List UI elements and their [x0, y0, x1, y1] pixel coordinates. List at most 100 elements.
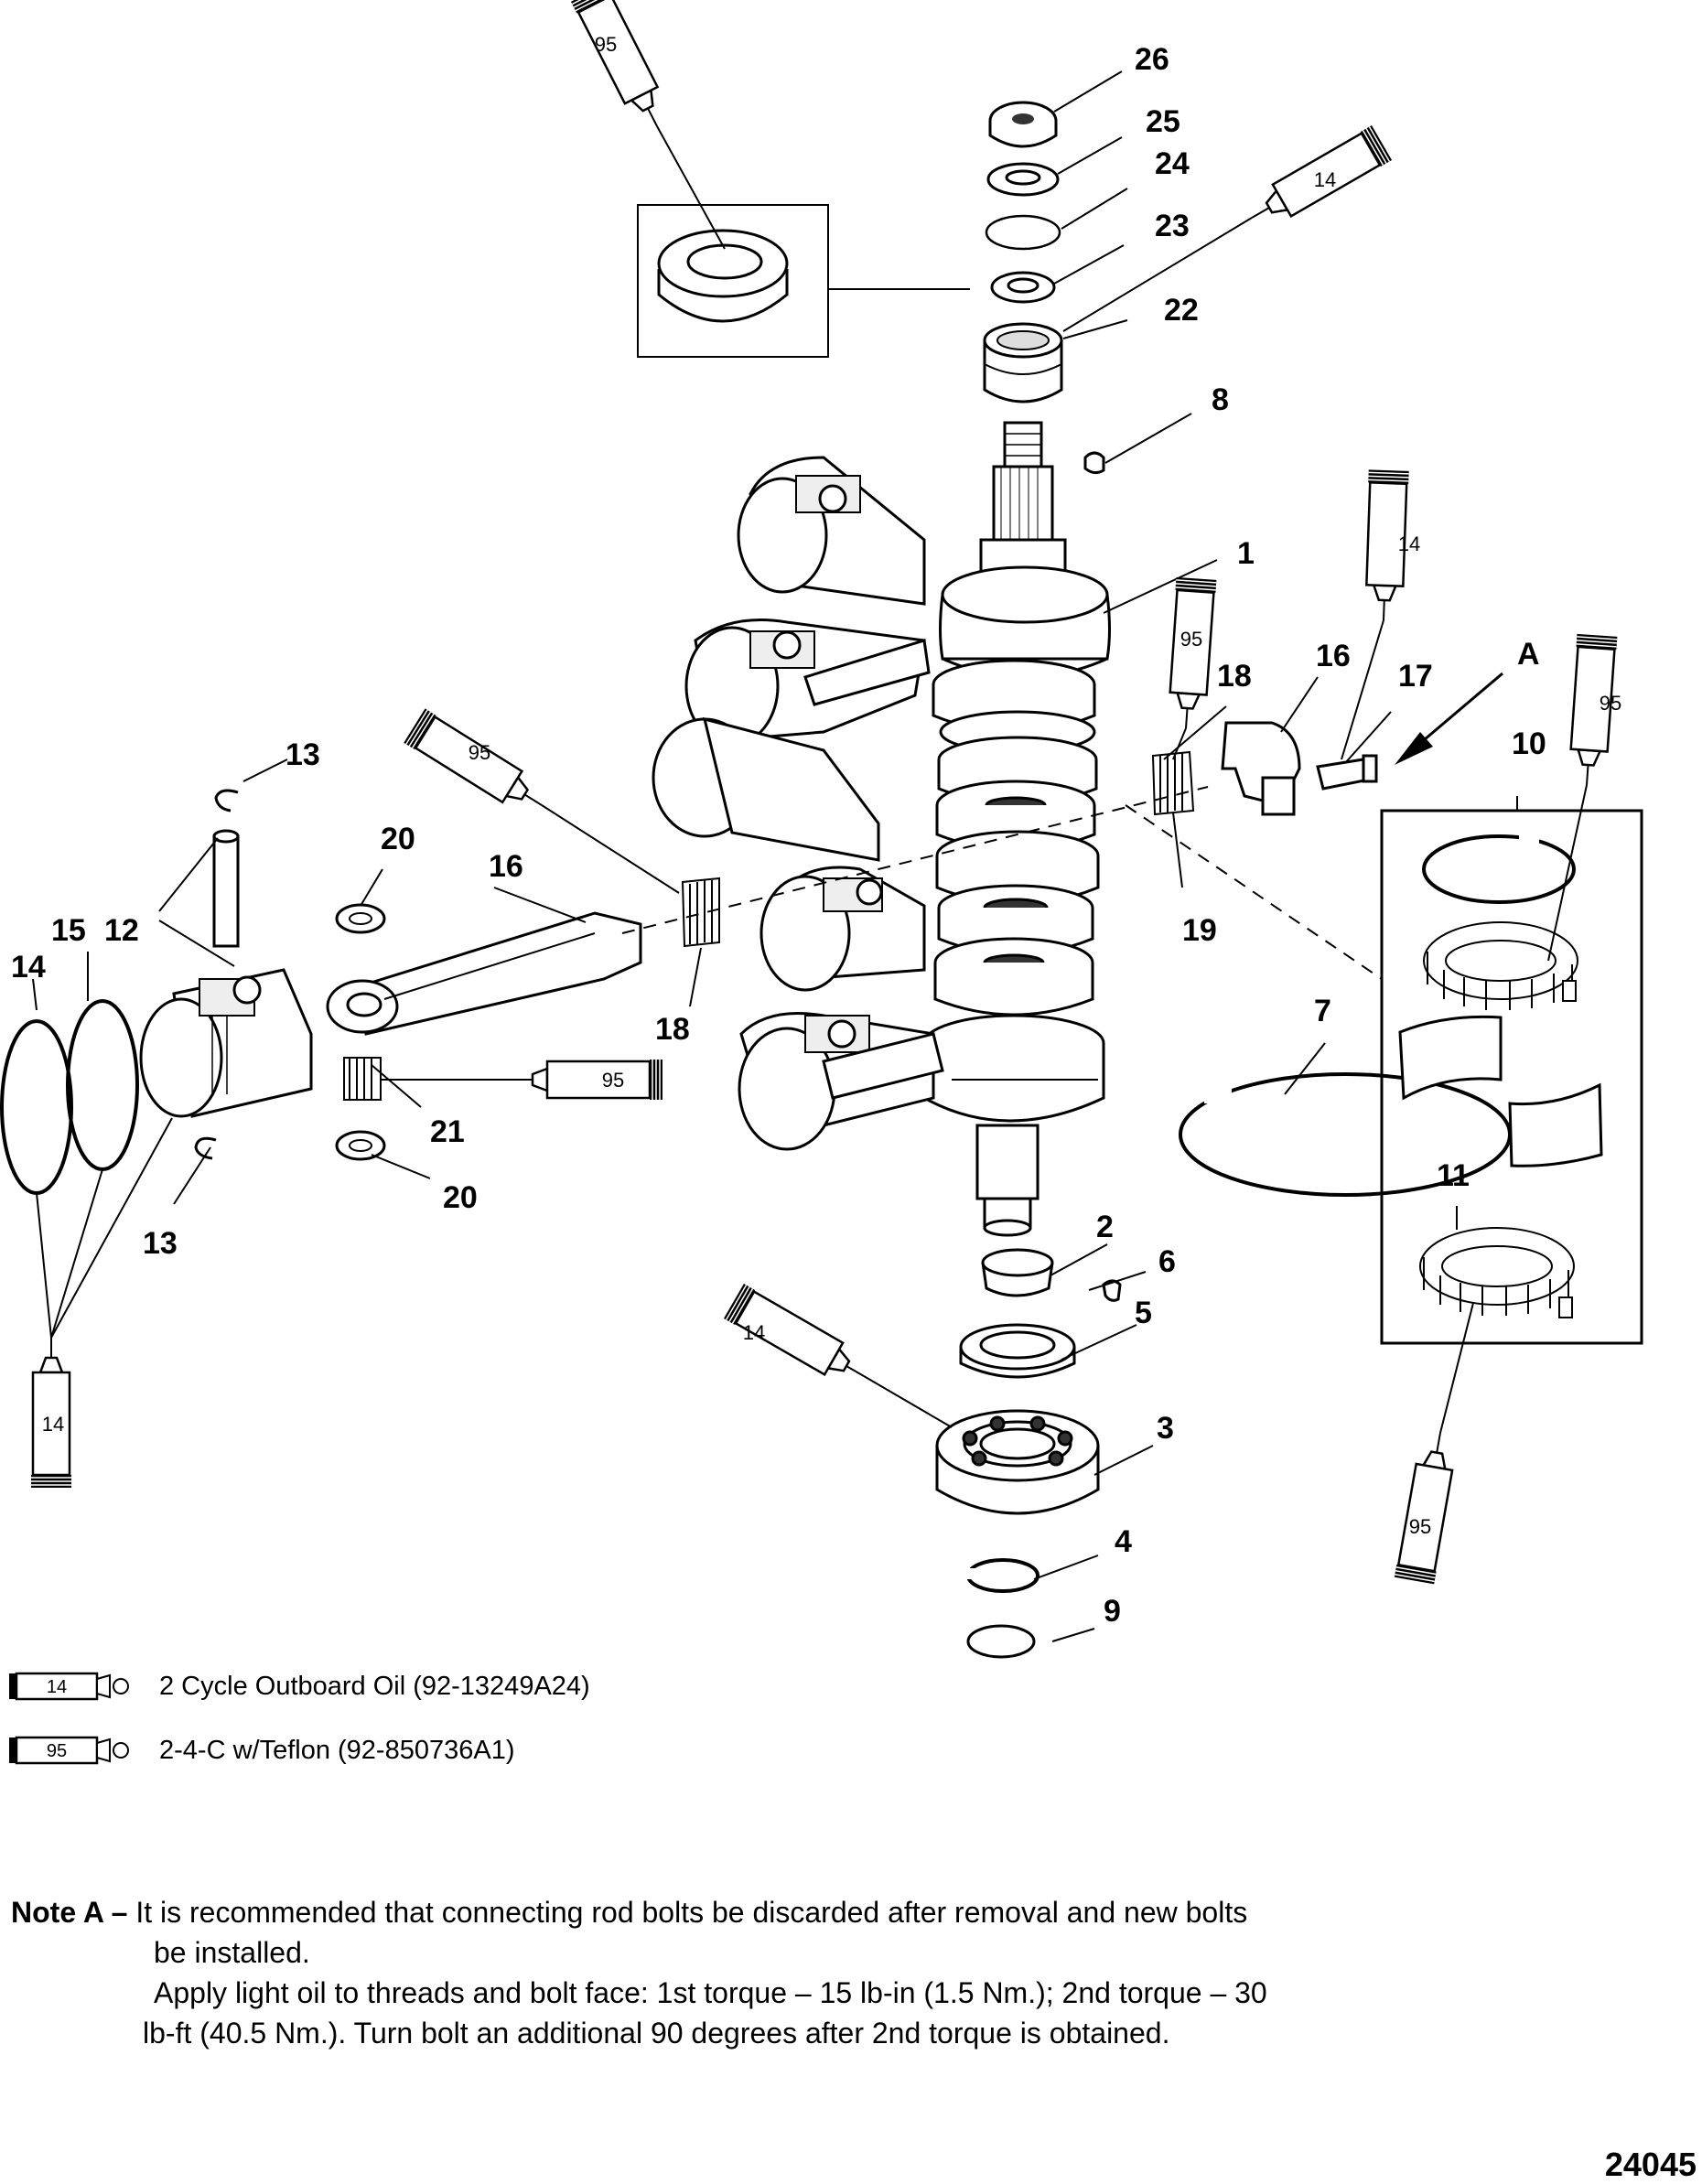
- piston-upper-rear: [737, 456, 926, 606]
- sleeve-2: [981, 1248, 1054, 1297]
- arrow-A: [1395, 672, 1503, 765]
- piston-upper-front: [684, 619, 931, 747]
- note-a: Note A – It is recommended that connecti…: [11, 1892, 1512, 2053]
- rod-bolt-17: [1316, 754, 1378, 791]
- callout-17: 17: [1398, 659, 1433, 694]
- note-line-2: be installed.: [154, 1936, 310, 1969]
- lube-tube-95-box: 95: [1547, 632, 1621, 962]
- piston-lower-rear: [759, 866, 926, 992]
- callout-5: 5: [1135, 1296, 1152, 1330]
- svg-text:95: 95: [47, 1741, 67, 1761]
- seal-detail-box: [637, 204, 970, 358]
- legend-row-14: 14 2 Cycle Outboard Oil (92-13249A24): [7, 1665, 590, 1707]
- bearing-kit-box: [1380, 809, 1643, 1345]
- callout-19: 19: [1182, 913, 1217, 948]
- callout-22: 22: [1164, 293, 1199, 328]
- svg-text:95: 95: [595, 33, 617, 56]
- assembly-centerline: [621, 786, 1209, 934]
- svg-text:14: 14: [42, 1413, 64, 1436]
- piston-ring-15: [66, 999, 139, 1171]
- seal-23: [990, 271, 1056, 304]
- callout-15: 15: [51, 913, 86, 948]
- needle-bearing-21: [343, 1057, 382, 1101]
- svg-text:14: 14: [1398, 533, 1420, 555]
- lube-tube-14-left: 14: [29, 1117, 173, 1490]
- thrust-washer-20-bottom: [335, 1130, 386, 1161]
- callout-24: 24: [1155, 146, 1190, 181]
- lube-tube-95-top: 95: [569, 0, 726, 250]
- assembly-centerline-to-box: [1125, 804, 1383, 980]
- woodruff-key-8: [1083, 451, 1105, 475]
- lube-tube-95-bottom: 95: [1393, 1302, 1474, 1586]
- rod-bearing-18-right: [1151, 750, 1195, 816]
- callout-7: 7: [1314, 994, 1331, 1028]
- note-line-4: lb-ft (40.5 Nm.). Turn bolt an additiona…: [143, 2017, 1170, 2050]
- callout-20-bottom: 20: [443, 1180, 478, 1215]
- callout-21: 21: [430, 1114, 465, 1149]
- callout-11: 11: [1437, 1158, 1470, 1193]
- callout-13-bottom: 13: [143, 1226, 178, 1261]
- leader-lines: [32, 70, 1518, 1642]
- rod-bearing-18-left: [681, 877, 720, 948]
- callout-1: 1: [1237, 536, 1255, 571]
- bearing-sleeve-22: [983, 322, 1063, 403]
- svg-text:95: 95: [1180, 628, 1202, 651]
- nut-26: [988, 101, 1058, 148]
- lube-tube-95-rod: 95: [403, 707, 680, 894]
- legend-tube-95-icon: 95: [9, 1736, 129, 1765]
- svg-text:14: 14: [743, 1321, 765, 1344]
- svg-text:95: 95: [1409, 1515, 1431, 1538]
- bearing-race-half-1: [1398, 1015, 1503, 1101]
- roller-bearing-cage-upper: [1423, 921, 1578, 1010]
- ball-bearing-3: [935, 1409, 1100, 1515]
- callout-9: 9: [1104, 1594, 1121, 1629]
- callout-18-left: 18: [655, 1012, 690, 1047]
- lube-tube-14-bearing: 14: [722, 1282, 953, 1428]
- svg-text:14: 14: [1314, 168, 1336, 191]
- pin-retainer-13-top: [214, 789, 239, 812]
- legend-text-14: 2 Cycle Outboard Oil (92-13249A24): [159, 1671, 590, 1701]
- figure-id: 24045: [1604, 2146, 1697, 2183]
- o-ring-24: [985, 214, 1061, 251]
- retainer-5: [959, 1323, 1076, 1379]
- callout-6: 6: [1158, 1244, 1176, 1279]
- lube-tube-95-needle: 95: [381, 1058, 664, 1102]
- connecting-rod-16: [326, 911, 642, 1036]
- callout-12: 12: [104, 913, 139, 948]
- bearing-race-half-2: [1508, 1082, 1603, 1167]
- svg-text:14: 14: [47, 1677, 67, 1697]
- svg-text:95: 95: [602, 1069, 624, 1092]
- legend-text-95: 2-4-C w/Teflon (92-850736A1): [159, 1735, 515, 1765]
- lube-tube-14-top-right: 14: [1062, 124, 1394, 332]
- piston-lower-front: [738, 1012, 944, 1151]
- legend-row-95: 95 2-4-C w/Teflon (92-850736A1): [7, 1729, 514, 1771]
- o-ring-9: [966, 1624, 1036, 1659]
- callout-3: 3: [1157, 1411, 1174, 1446]
- key-6: [1102, 1279, 1122, 1302]
- callout-16-right: 16: [1316, 639, 1351, 673]
- callout-4: 4: [1115, 1524, 1132, 1559]
- washer-25: [986, 162, 1060, 197]
- crankshaft-exploded-diagram: 95 14 14 95 95 95 95 14 14: [0, 0, 1643, 1659]
- thrust-washer-20-top: [335, 903, 386, 934]
- crankshaft: [922, 421, 1111, 1237]
- lube-tube-95-mid: 95: [1164, 576, 1218, 760]
- note-label: Note A –: [11, 1896, 128, 1929]
- wrist-pin-12: [212, 829, 240, 948]
- callout-labels: 26 25 24 23 22 8 1 16 18 17 A 10 19 7 11…: [11, 42, 1546, 1629]
- callout-8: 8: [1212, 382, 1229, 417]
- note-line-3: Apply light oil to threads and bolt face…: [154, 1976, 1267, 2009]
- snap-ring-4: [964, 1558, 1040, 1593]
- callout-10: 10: [1512, 726, 1546, 761]
- callout-13-top: 13: [285, 737, 320, 772]
- callout-25: 25: [1146, 104, 1180, 139]
- svg-text:95: 95: [1600, 692, 1621, 715]
- callout-A: A: [1517, 637, 1540, 672]
- svg-text:95: 95: [469, 741, 490, 764]
- callout-14: 14: [11, 950, 46, 984]
- piston-12: [139, 968, 313, 1118]
- callout-20-top: 20: [381, 822, 415, 856]
- legend-tube-14-icon: 14: [9, 1672, 129, 1701]
- callout-23: 23: [1155, 209, 1190, 243]
- piston-ring-14: [0, 1019, 73, 1195]
